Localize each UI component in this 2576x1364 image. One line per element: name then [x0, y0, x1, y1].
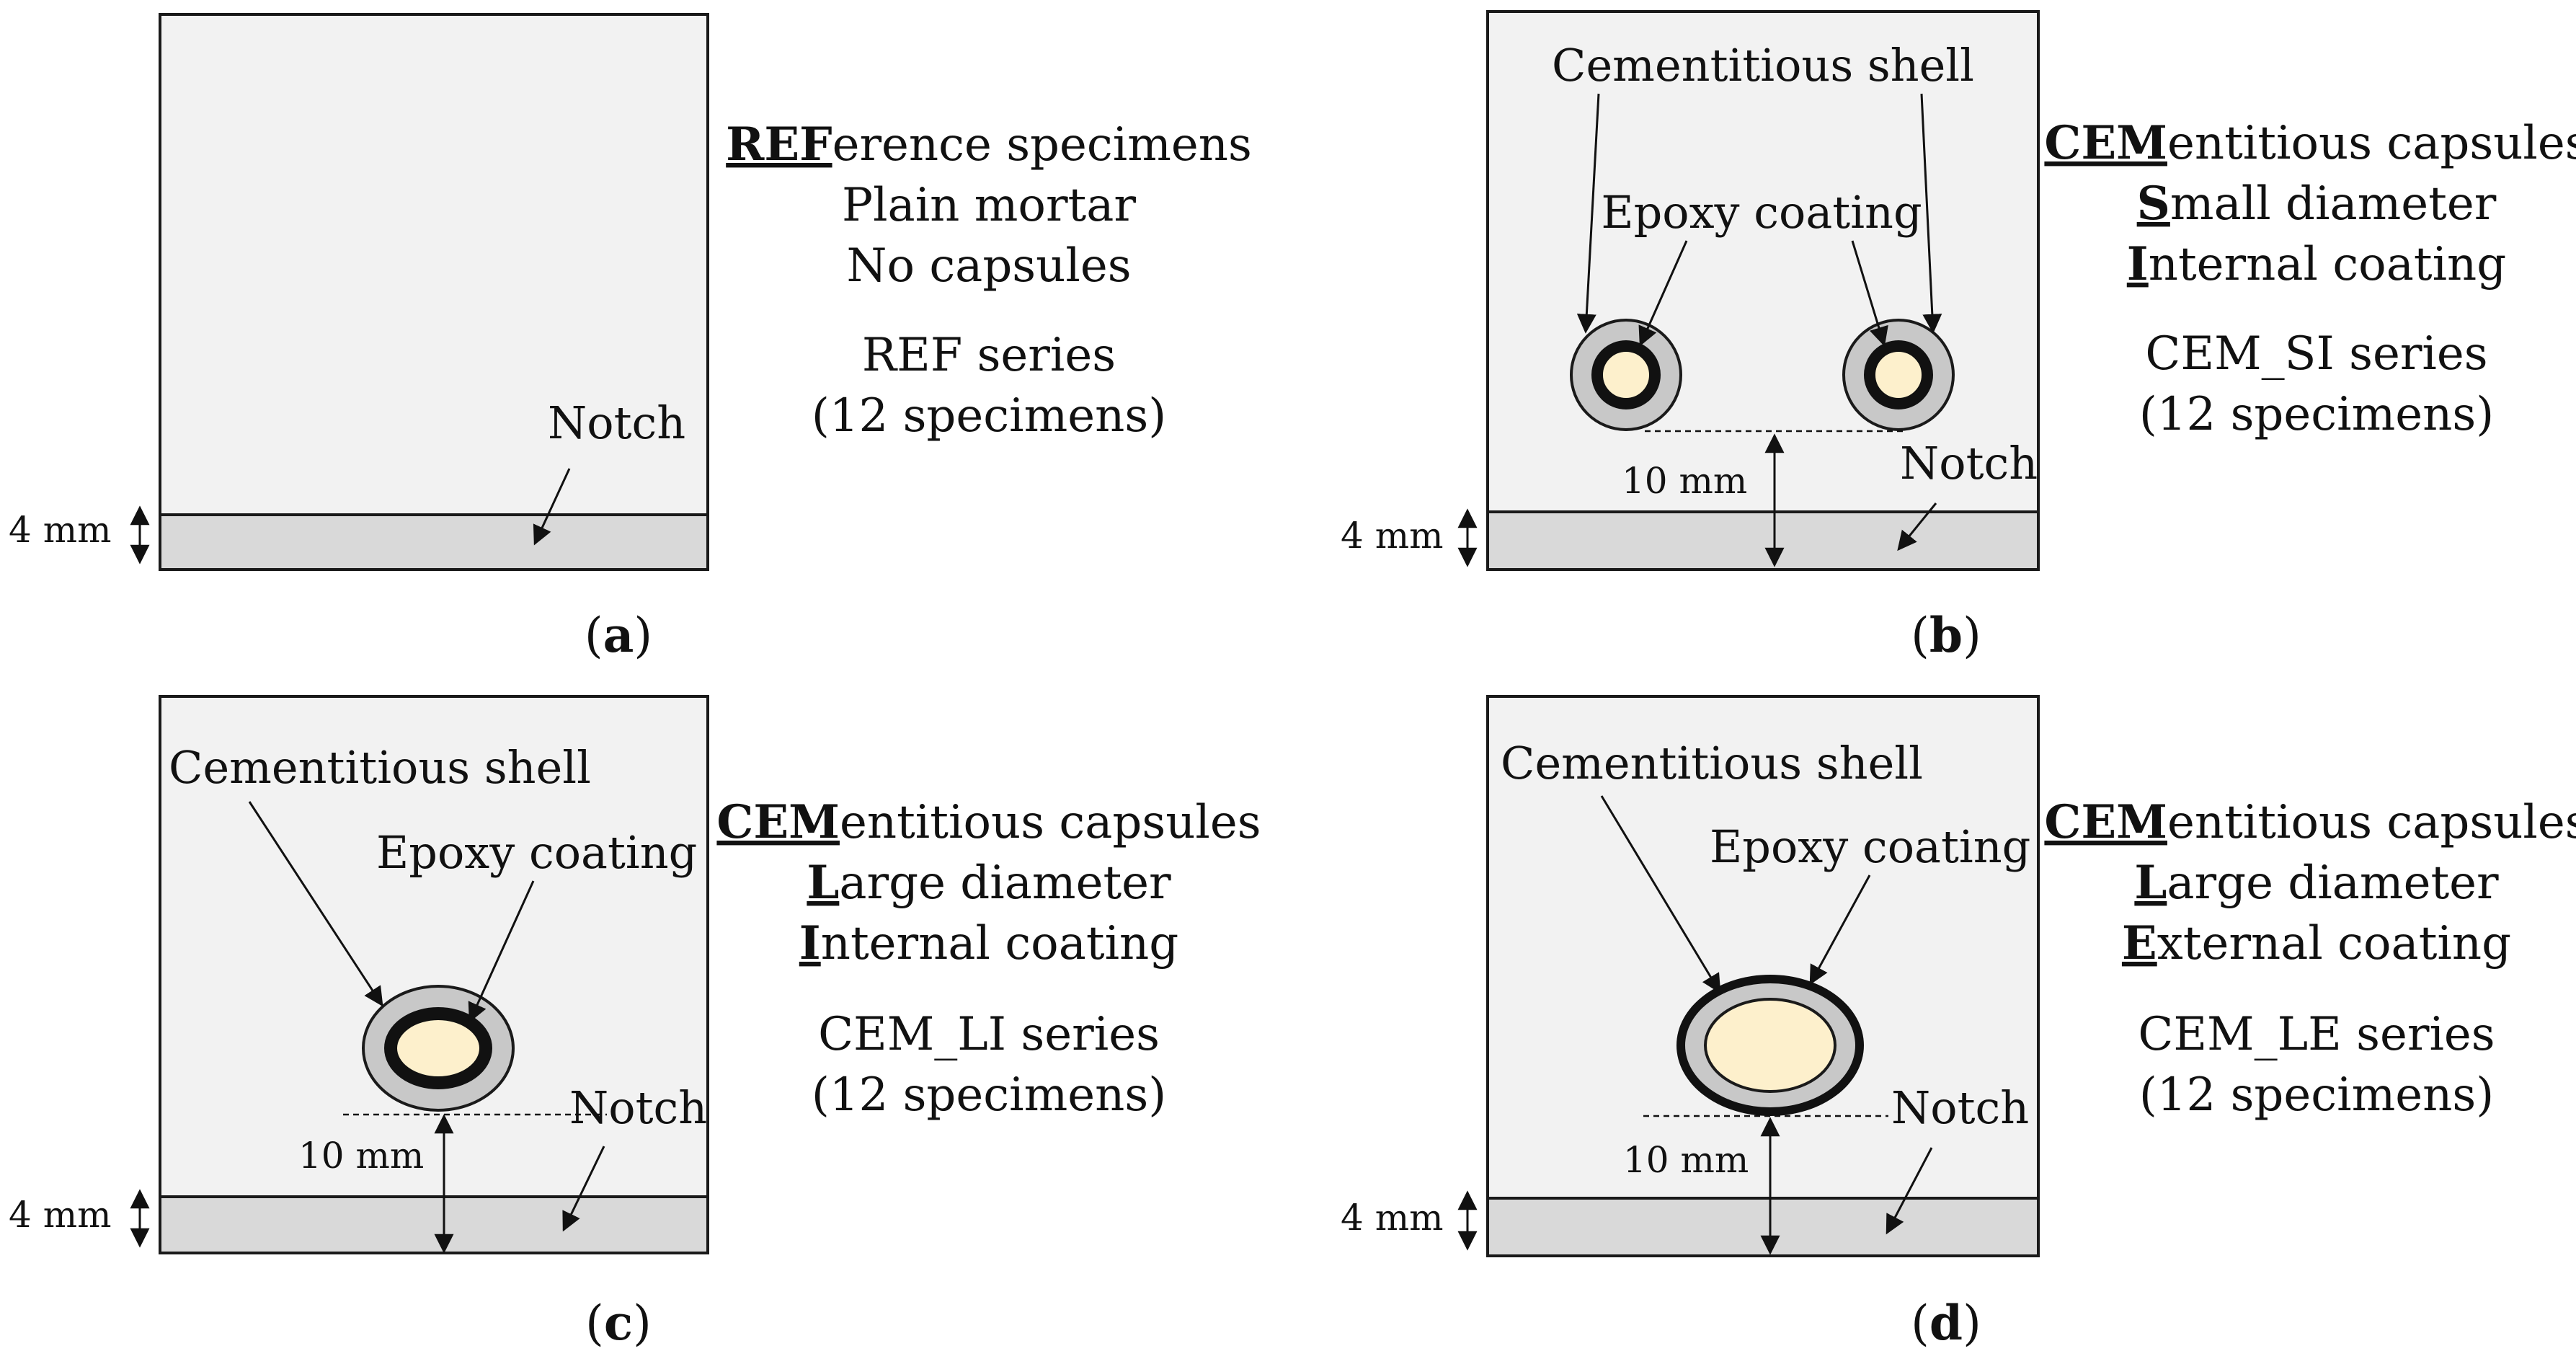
- series-line-1: Small diameter: [2137, 177, 2497, 231]
- series-line-2: No capsules: [846, 239, 1131, 293]
- notch-label: Notch: [569, 1081, 707, 1134]
- coating-label: Epoxy coating: [376, 826, 697, 879]
- notch-zone: [159, 1195, 709, 1254]
- notch-arrow: [1897, 502, 1937, 552]
- gap-label: 10 mm: [1622, 460, 1747, 502]
- series-title: REFerence specimens: [726, 118, 1252, 172]
- specimen-count: (12 specimens): [2139, 1068, 2494, 1122]
- panel-label-b: (b): [1911, 607, 1981, 663]
- panel-a: Notch 4 mm REFerence specimens Plain mor…: [9, 13, 1252, 663]
- notch-depth-label: 4 mm: [9, 509, 112, 551]
- series-line-1: Plain mortar: [842, 179, 1136, 232]
- coating-arrow-right: [1851, 240, 1888, 347]
- coating-arrow: [1809, 874, 1871, 986]
- capsule: [1676, 975, 1864, 1116]
- capsule: [362, 985, 515, 1112]
- shell-arrow-left: [1576, 93, 1600, 334]
- notch-arrow: [562, 1146, 605, 1232]
- specimen-count: (12 specimens): [812, 1068, 1166, 1122]
- series-title: CEMentitious capsules: [716, 795, 1261, 849]
- notch-zone: [1486, 1197, 2040, 1257]
- series-line-2: Internal coating: [2127, 237, 2506, 291]
- series-title: CEMentitious capsules: [2044, 795, 2576, 849]
- shell-arrow: [248, 801, 383, 1007]
- notch-depth-label: 4 mm: [1341, 1197, 1444, 1239]
- capsule-left: [1570, 319, 1682, 431]
- series-title: CEMentitious capsules: [2044, 116, 2576, 170]
- panel-label-d: (d): [1911, 1295, 1981, 1351]
- notch-label: Notch: [548, 397, 685, 449]
- specimen-body: [159, 695, 709, 1254]
- specimen-count: (12 specimens): [812, 389, 1166, 443]
- coating-label: Epoxy coating: [1601, 186, 1922, 239]
- notch-depth-label: 4 mm: [1341, 515, 1444, 557]
- shell-label: Cementitious shell: [1552, 39, 1974, 92]
- coating-arrow-left: [1638, 240, 1688, 347]
- shell-label: Cementitious shell: [1501, 737, 1923, 789]
- coating-label: Epoxy coating: [1710, 820, 2030, 873]
- series-name: CEM_LE series: [2138, 1008, 2495, 1061]
- shell-arrow: [1600, 795, 1721, 994]
- panel-d: Cementitious shell Epoxy coating 10 mm N…: [1341, 695, 2576, 1351]
- series-line-1: Large diameter: [807, 856, 1171, 910]
- series-line-2: External coating: [2122, 916, 2511, 970]
- specimen-count: (12 specimens): [2139, 388, 2494, 441]
- panel-c: Cementitious shell Epoxy coating 10 mm N…: [9, 695, 1261, 1351]
- notch-label: Notch: [1891, 1081, 2029, 1134]
- shell-arrow-right: [1920, 93, 1942, 334]
- series-line-1: Large diameter: [2134, 856, 2499, 910]
- series-name: CEM_SI series: [2145, 327, 2487, 381]
- notch-arrow: [533, 468, 571, 546]
- notch-zone: [159, 513, 709, 571]
- notch-label: Notch: [1900, 437, 2038, 490]
- specimen-body: [159, 13, 709, 571]
- series-name: CEM_LI series: [818, 1008, 1160, 1061]
- notch-zone: [1486, 510, 2040, 571]
- specimen-body: [1486, 10, 2040, 571]
- shell-label: Cementitious shell: [169, 741, 591, 794]
- panel-b: Cementitious shell Epoxy coating 10 mm N…: [1341, 10, 2576, 663]
- series-line-2: Internal coating: [799, 916, 1178, 970]
- gap-label: 10 mm: [298, 1135, 424, 1177]
- coating-arrow: [468, 880, 535, 1023]
- capsule-right: [1842, 319, 1955, 431]
- notch-depth-label: 4 mm: [9, 1194, 112, 1236]
- series-name: REF series: [862, 329, 1116, 382]
- gap-label: 10 mm: [1623, 1139, 1749, 1181]
- panel-label-c: (c): [585, 1295, 652, 1351]
- panel-label-a: (a): [585, 607, 652, 663]
- notch-arrow: [1886, 1147, 1933, 1235]
